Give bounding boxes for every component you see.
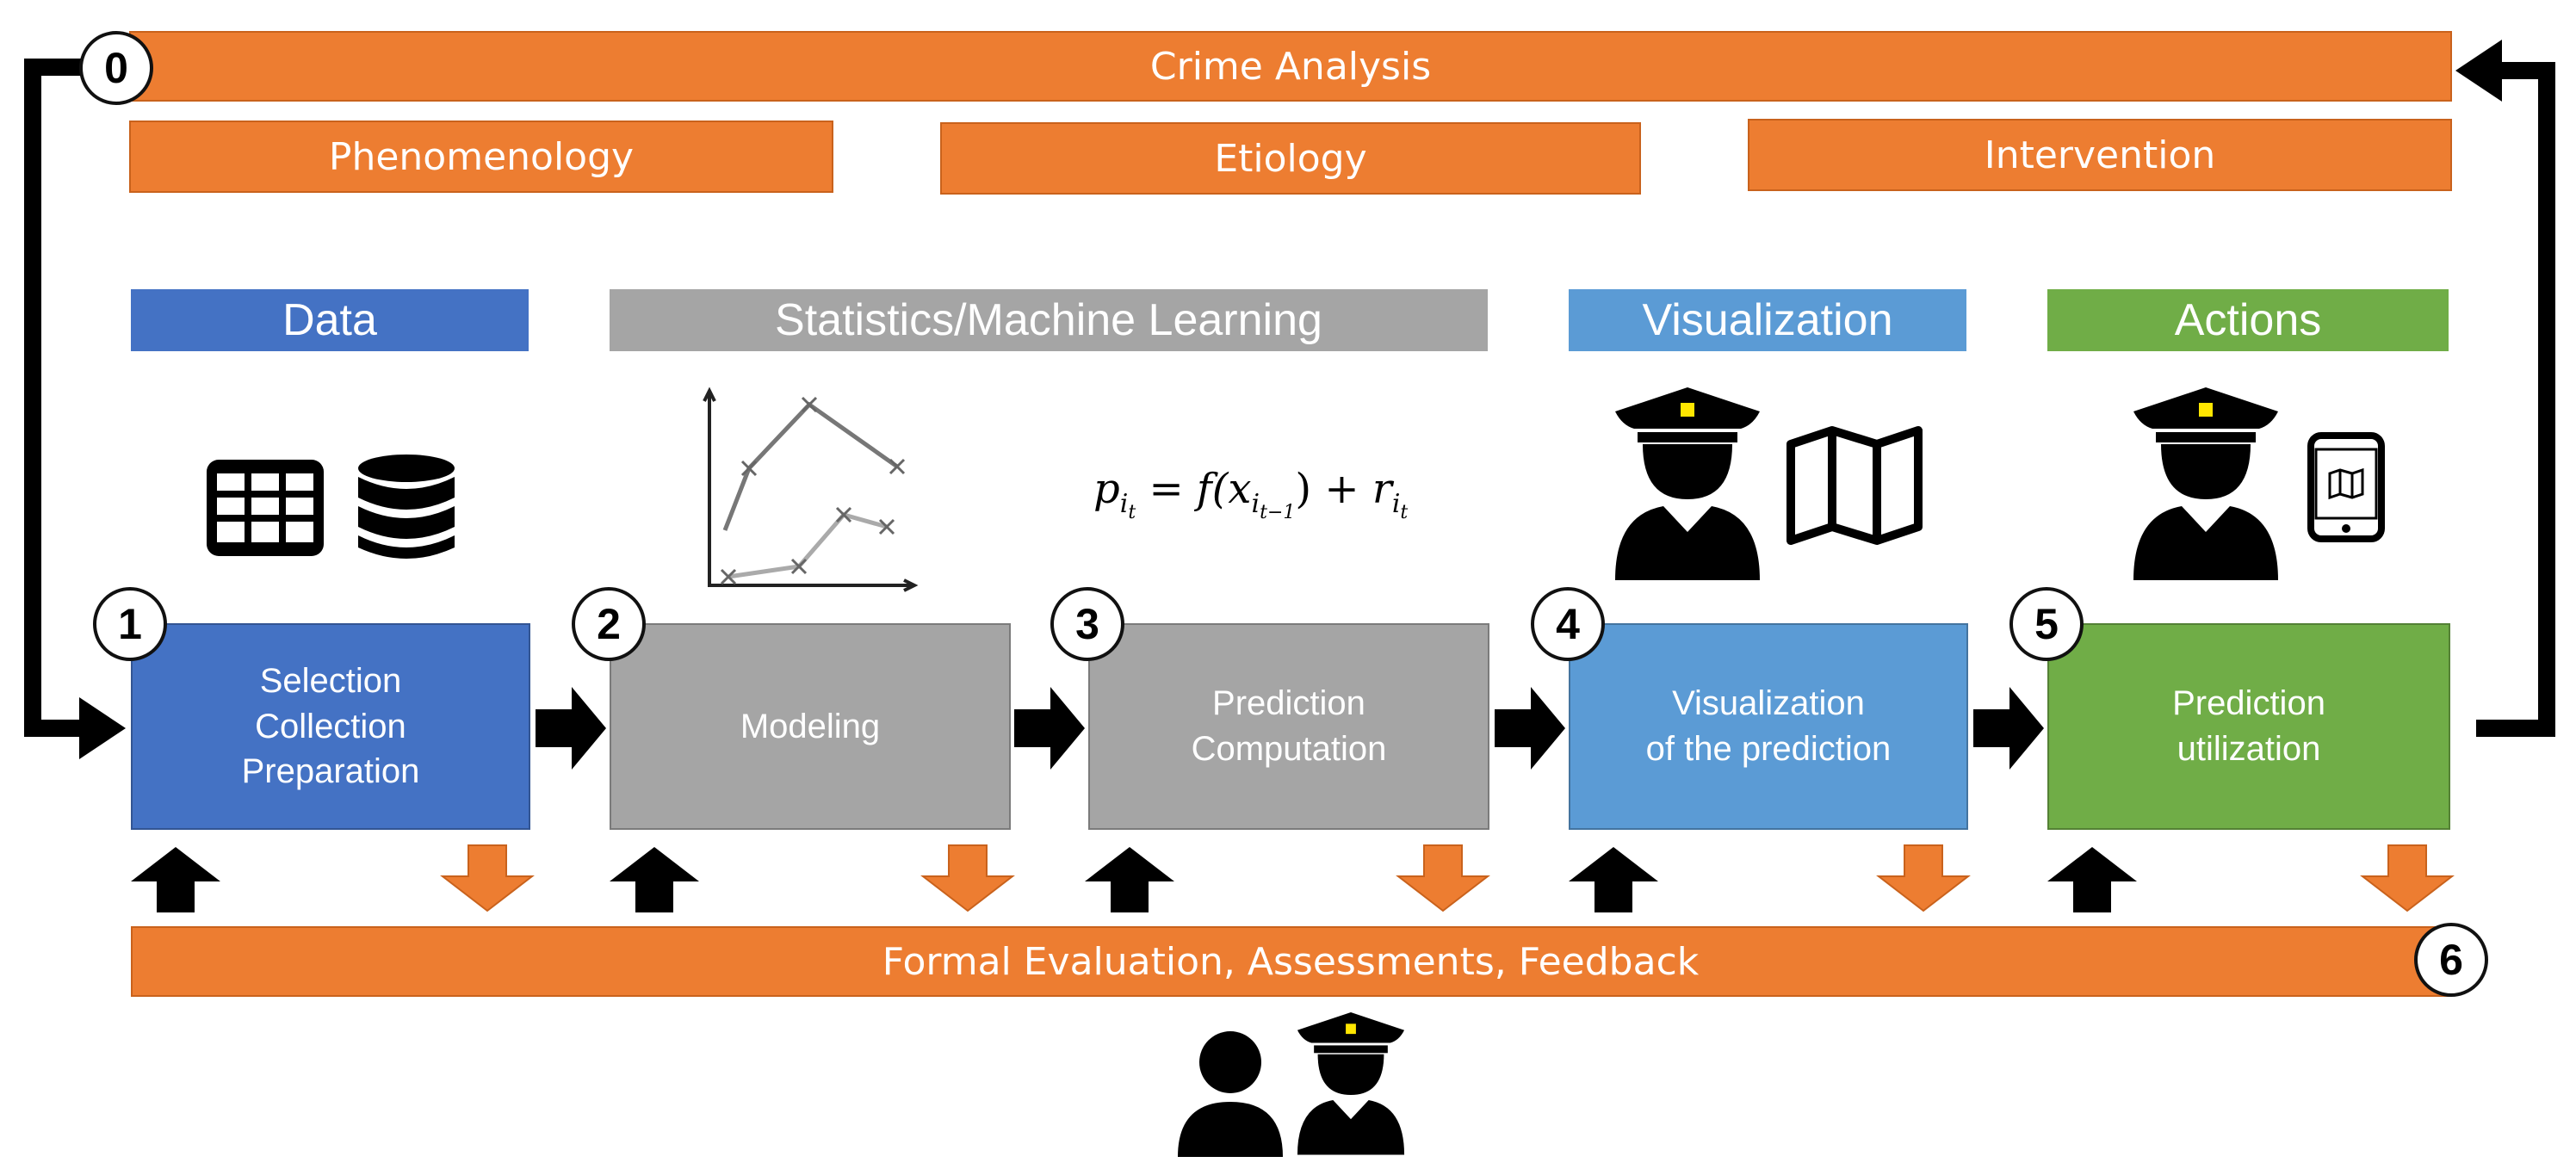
step-1-selection-box: Selection Collection Preparation bbox=[131, 623, 530, 830]
police-officer-icon bbox=[2133, 387, 2278, 580]
tablet-map-icon bbox=[2307, 432, 2385, 542]
feedback-bar: Formal Evaluation, Assessments, Feedback bbox=[131, 926, 2450, 997]
category-visualization: Visualization bbox=[1569, 289, 1966, 351]
intervention-bar: Intervention bbox=[1748, 119, 2452, 191]
step-number-5: 5 bbox=[2009, 587, 2084, 661]
step-number-3: 3 bbox=[1050, 587, 1124, 661]
arrow-down-icon bbox=[1396, 844, 1490, 912]
step-number-4: 4 bbox=[1531, 587, 1605, 661]
arrow-up-icon bbox=[1085, 847, 1174, 912]
arrow-up-icon bbox=[610, 847, 699, 912]
arrow-right-icon bbox=[1014, 687, 1085, 770]
step-number-0: 0 bbox=[79, 31, 153, 105]
category-statistics-ml: Statistics/Machine Learning bbox=[610, 289, 1488, 351]
arrow-up-icon bbox=[131, 847, 220, 912]
arrow-down-icon bbox=[440, 844, 535, 912]
etiology-bar: Etiology bbox=[940, 122, 1641, 195]
crime-analysis-bar: Crime Analysis bbox=[129, 31, 2452, 102]
phenomenology-bar: Phenomenology bbox=[129, 121, 833, 193]
step-2-modeling-box: Modeling bbox=[610, 623, 1011, 830]
step-number-2: 2 bbox=[572, 587, 646, 661]
arrow-right-icon bbox=[1973, 687, 2044, 770]
step-number-1: 1 bbox=[93, 587, 167, 661]
step-5-utilization-box: Prediction utilization bbox=[2047, 623, 2450, 830]
category-data: Data bbox=[131, 289, 529, 351]
prediction-formula: pit = f(xit−1) + rit bbox=[1093, 465, 1409, 523]
crime-analysis-label: Crime Analysis bbox=[1149, 44, 1432, 89]
category-actions: Actions bbox=[2047, 289, 2449, 351]
person-icon bbox=[1178, 1031, 1283, 1157]
line-chart-icon bbox=[703, 387, 919, 592]
table-icon bbox=[207, 460, 324, 556]
step-4-visualization-box: Visualization of the prediction bbox=[1569, 623, 1968, 830]
step-3-prediction-box: Prediction Computation bbox=[1088, 623, 1489, 830]
intervention-label: Intervention bbox=[1984, 133, 2216, 177]
feedback-label: Formal Evaluation, Assessments, Feedback bbox=[882, 939, 1700, 984]
etiology-label: Etiology bbox=[1214, 136, 1367, 181]
police-officer-icon bbox=[1615, 387, 1760, 580]
arrow-up-icon bbox=[2047, 847, 2137, 912]
phenomenology-label: Phenomenology bbox=[328, 134, 635, 179]
map-icon bbox=[1786, 426, 1923, 545]
arrow-right-icon bbox=[1495, 687, 1565, 770]
database-icon bbox=[358, 455, 455, 559]
arrow-up-icon bbox=[1569, 847, 1658, 912]
arrow-down-icon bbox=[1876, 844, 1971, 912]
arrow-right-icon bbox=[536, 687, 606, 770]
arrow-down-icon bbox=[920, 844, 1015, 912]
arrow-down-icon bbox=[2360, 844, 2455, 912]
police-officer-icon bbox=[1297, 1012, 1405, 1155]
step-number-6: 6 bbox=[2414, 923, 2488, 997]
